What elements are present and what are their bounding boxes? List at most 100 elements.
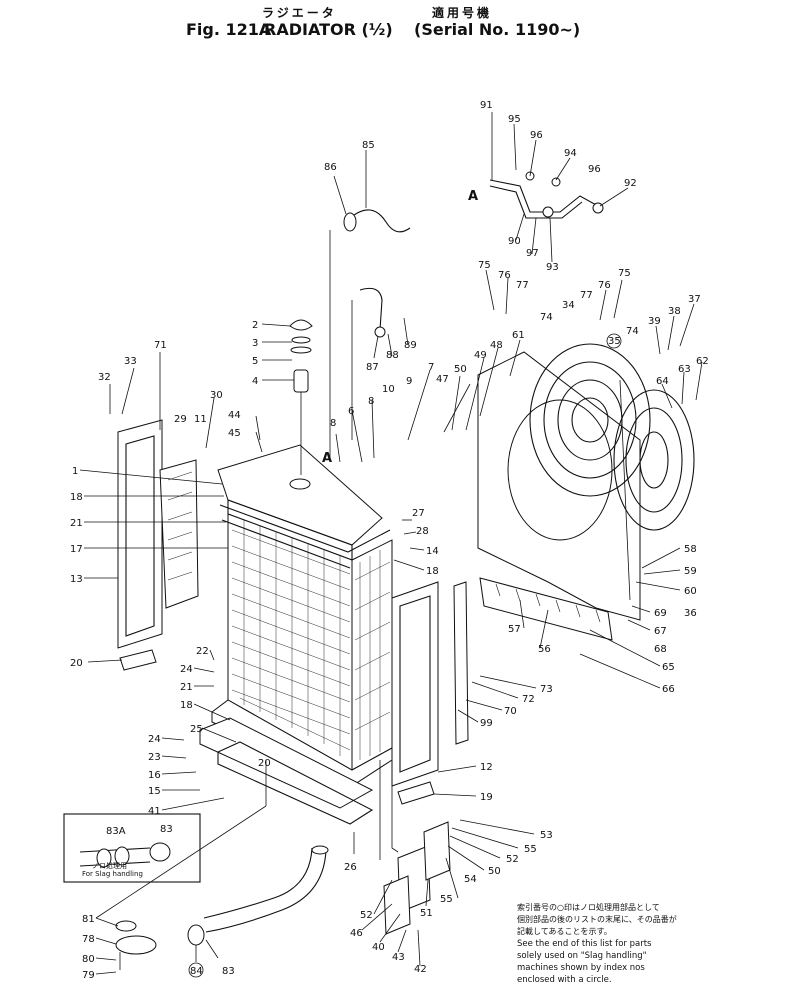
callout: 49 [474, 350, 487, 361]
callout: 57 [508, 624, 521, 635]
callout: 55 [524, 844, 537, 855]
callout: 43 [392, 952, 405, 963]
note-jp-line-1: 索引番号の○印はノロ処理用部品として [517, 903, 660, 912]
serial-japanese: 適用号機 [432, 6, 493, 20]
note-en-line-1: See the end of this list for parts [517, 939, 652, 949]
callout: 71 [154, 340, 167, 351]
callout: 20 [70, 658, 83, 669]
callout: 18 [180, 700, 193, 711]
slag-handling-inset [63, 813, 201, 883]
callout: 44 [228, 410, 241, 421]
leader-lines [79, 112, 703, 975]
callout: 90 [508, 236, 521, 247]
callout: 93 [546, 262, 559, 273]
callout: 39 [648, 316, 661, 327]
callout: 54 [464, 874, 477, 885]
callout: 83 [222, 966, 235, 977]
callout: 96 [530, 130, 543, 141]
callout: 86 [324, 162, 337, 173]
callout: 95 [508, 114, 521, 125]
callout: 74 [540, 312, 553, 323]
callout: 81 [82, 914, 95, 925]
callout: 21 [70, 518, 83, 529]
fan-shroud [477, 351, 641, 641]
callout: 32 [98, 372, 111, 383]
callout: 89 [404, 340, 417, 351]
callout: 72 [522, 694, 535, 705]
note-en-line-4: enclosed with a circle. [517, 975, 612, 985]
callout: 69 [654, 608, 667, 619]
callout: 37 [688, 294, 701, 305]
callout: 66 [662, 684, 675, 695]
callout: 78 [82, 934, 95, 945]
callout: A [468, 189, 478, 204]
callout: 18 [426, 566, 439, 577]
callout: 3 [252, 338, 258, 349]
callout: 46 [350, 928, 363, 939]
callout: 26 [344, 862, 357, 873]
callout: 29 [174, 414, 187, 425]
callout: 62 [696, 356, 709, 367]
callout: 27 [412, 508, 425, 519]
callout: 40 [372, 942, 385, 953]
callout: 58 [684, 544, 697, 555]
callout-labels: 1 18 21 17 13 20 32 33 71 29 11 30 2 3 5… [70, 100, 709, 981]
callout: 6 [348, 406, 354, 417]
callout: 17 [70, 544, 83, 555]
callout: 52 [360, 910, 373, 921]
callout: 42 [414, 964, 427, 975]
serial-range: (Serial No. 1190~) [414, 20, 581, 39]
callout: 51 [420, 908, 433, 919]
callout: 88 [386, 350, 399, 361]
lower-hose [115, 845, 329, 970]
callout: 35 [608, 336, 621, 347]
callout: 56 [538, 644, 551, 655]
note-en-line-3: machines shown by index nos [517, 963, 645, 973]
callout: 75 [618, 268, 631, 279]
callout: 55 [440, 894, 453, 905]
hoses [329, 209, 411, 460]
callout: 11 [194, 414, 207, 425]
callout: 20 [258, 758, 271, 769]
callout: A [322, 451, 332, 466]
callout: 4 [252, 376, 258, 387]
callout: 63 [678, 364, 691, 375]
callout: 85 [362, 140, 375, 151]
callout: 25 [190, 724, 203, 735]
slag-handling-note: 索引番号の○印はノロ処理用部品として 個別部品の後のリストの末尾に、その品番が … [517, 902, 767, 986]
right-side-guard [391, 581, 469, 805]
callout: 50 [488, 866, 501, 877]
callout: 68 [654, 644, 667, 655]
inset-slag-en: For Slag handling [82, 870, 143, 878]
callout: 16 [148, 770, 161, 781]
callout: 45 [228, 428, 241, 439]
callout: 9 [406, 376, 412, 387]
figure-number: Fig. 121A [186, 20, 272, 39]
callout: 96 [588, 164, 601, 175]
callout: 33 [124, 356, 137, 367]
callout: 8 [368, 396, 374, 407]
callout: 61 [512, 330, 525, 341]
callout: 91 [480, 100, 493, 111]
callout: 7 [428, 362, 434, 373]
radiator-core [199, 319, 393, 825]
callout: 12 [480, 762, 493, 773]
callout: 79 [82, 970, 95, 981]
callout: 77 [580, 290, 593, 301]
callout: 84 [190, 966, 203, 977]
callout: 73 [540, 684, 553, 695]
fan-guard [529, 343, 695, 601]
inset-label-83: 83 [160, 824, 173, 835]
callout: 92 [624, 178, 637, 189]
callout: 60 [684, 586, 697, 597]
callout: 74 [626, 326, 639, 337]
callout: 5 [252, 356, 258, 367]
inset-slag-jp: ノロ処理用 [92, 861, 127, 870]
callout: 87 [366, 362, 379, 373]
note-jp-line-3: 記載してあることを示す。 [517, 927, 612, 936]
callout: 70 [504, 706, 517, 717]
callout: 75 [478, 260, 491, 271]
callout: 13 [70, 574, 83, 585]
figure-title: RADIATOR (½) [264, 20, 393, 39]
